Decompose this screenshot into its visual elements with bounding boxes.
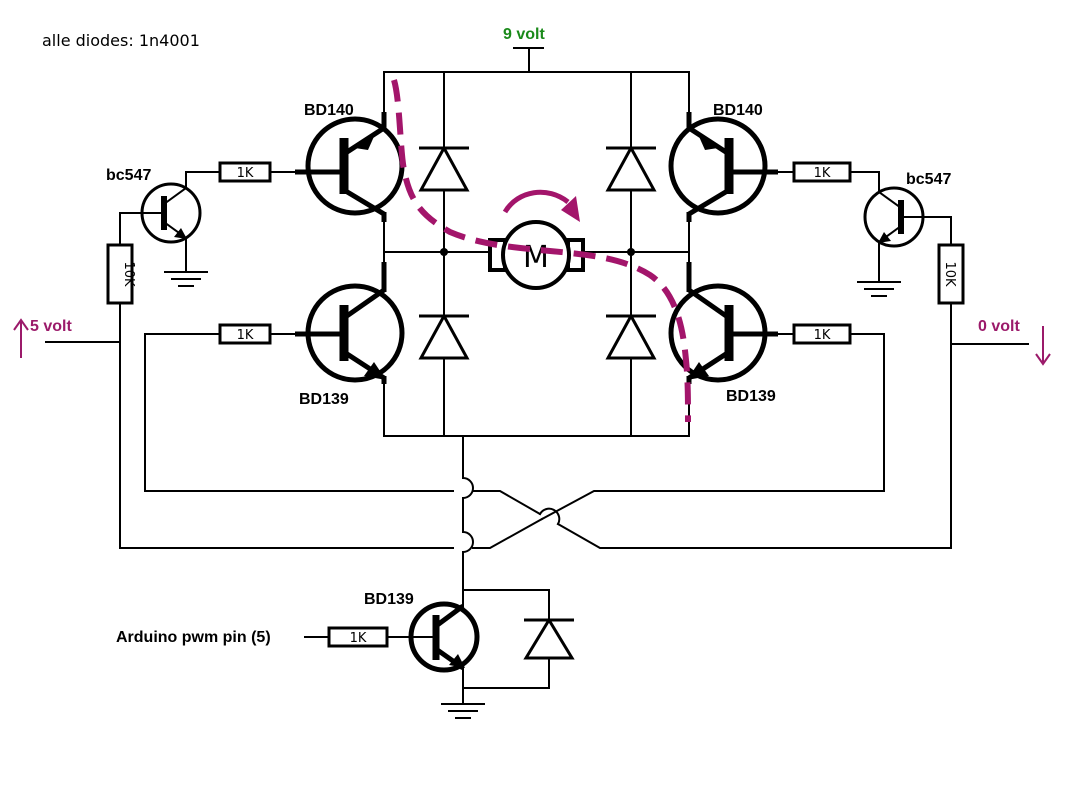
svg-text:1K: 1K <box>814 328 831 343</box>
rotation-arrow <box>502 189 570 214</box>
label-left-driver: bc547 <box>106 167 151 184</box>
left-input-label: 5 volt <box>30 318 72 335</box>
transistor-top-left <box>295 112 405 222</box>
svg-text:1K: 1K <box>350 631 367 646</box>
transistor-right-driver: 10K <box>863 171 965 549</box>
ground-right <box>857 281 901 297</box>
transistor-bottom-right <box>668 262 778 384</box>
resistor-top-left: 1K <box>196 161 296 183</box>
diode-pwm <box>462 589 575 689</box>
svg-text:10K: 10K <box>121 261 136 287</box>
svg-text:1K: 1K <box>237 166 254 181</box>
transistor-top-right <box>668 112 778 222</box>
left-input <box>13 318 121 358</box>
right-input <box>950 326 1051 366</box>
diode-note: alle diodes: 1n4001 <box>42 31 200 50</box>
svg-text:1K: 1K <box>237 328 254 343</box>
svg-text:10K: 10K <box>942 261 957 287</box>
ground-left <box>164 271 208 287</box>
diode-bottom-right <box>605 312 657 360</box>
resistor-pwm: 1K <box>304 626 389 648</box>
ground-pwm <box>441 703 485 719</box>
transistor-left-driver: 10K <box>106 171 202 549</box>
diode-top-left <box>418 144 470 192</box>
supply-wiring <box>383 47 690 591</box>
label-top-right-transistor: BD140 <box>713 102 763 119</box>
pwm-label: Arduino pwm pin (5) <box>116 629 271 646</box>
label-right-driver: bc547 <box>906 171 951 188</box>
label-pwm-transistor: BD139 <box>364 591 414 608</box>
label-bottom-right-transistor: BD139 <box>726 388 776 405</box>
svg-text:1K: 1K <box>814 166 831 181</box>
diode-top-right <box>605 144 657 192</box>
diode-bottom-left <box>418 312 470 360</box>
motor-label: M <box>523 240 549 275</box>
cross-wiring <box>119 333 952 549</box>
transistor-bottom-left <box>295 262 405 384</box>
rotation-arrowhead <box>561 196 580 222</box>
resistor-bottom-right: 1K <box>777 323 885 345</box>
right-input-label: 0 volt <box>978 318 1020 335</box>
resistor-top-right: 1K <box>777 161 876 183</box>
transistor-pwm <box>386 589 480 705</box>
supply-label: 9 volt <box>503 26 545 43</box>
label-top-left-transistor: BD140 <box>304 102 354 119</box>
label-bottom-left-transistor: BD139 <box>299 391 349 408</box>
motor: M <box>488 220 585 290</box>
resistor-bottom-left: 1K <box>144 323 296 345</box>
current-path <box>391 79 691 423</box>
